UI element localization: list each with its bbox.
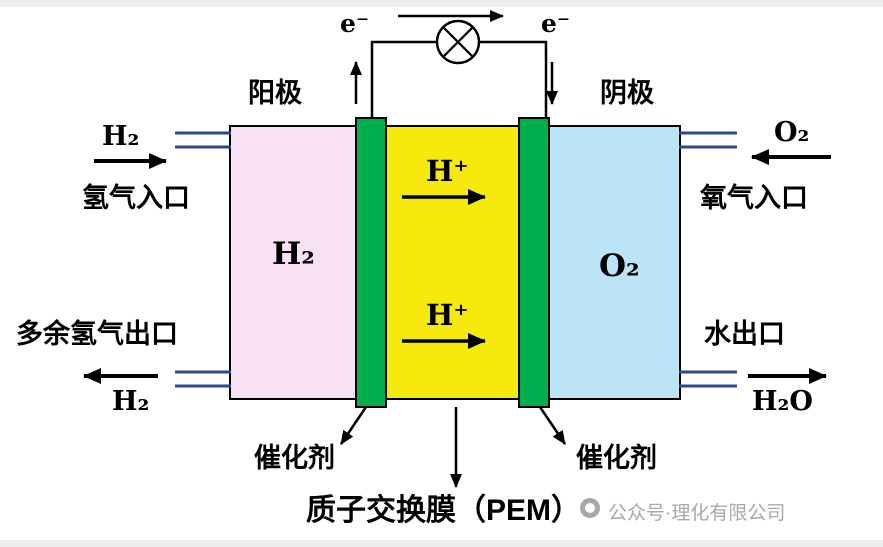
catalyst-layer-right (518, 117, 550, 408)
catalyst-label-right: 催化剂 (576, 443, 657, 473)
water-outlet-label: 水出口 (704, 319, 785, 349)
proton-label-top: H⁺ (426, 154, 469, 188)
catalyst-layer-left (355, 117, 387, 408)
hydrogen-inlet-label: 氢气入口 (82, 183, 190, 213)
oxygen-inlet-formula: O₂ (774, 117, 810, 148)
oxygen-inlet-label: 氧气入口 (700, 183, 808, 213)
proton-label-bottom: H⁺ (426, 298, 469, 332)
circuit-wire-left (370, 40, 437, 119)
catalyst-pointer-left (339, 406, 368, 445)
circuit-wire-right (479, 40, 548, 119)
cathode-gas-label: O₂ (599, 248, 640, 284)
cathode-label: 阴极 (600, 78, 654, 108)
excess-hydrogen-outlet-label: 多余氢气出口 (16, 319, 178, 349)
bulb-cross-line-2 (442, 26, 474, 58)
bottom-edge-strip (0, 540, 883, 547)
anode-gas-label: H₂ (272, 236, 315, 272)
anode-gas-chamber (229, 125, 357, 400)
water-outlet-formula: H₂O (752, 386, 813, 417)
electron-label-right: e⁻ (541, 9, 571, 38)
hydrogen-outlet-formula: H₂ (112, 386, 150, 417)
watermark-text: 公众号·理化有限公司 (608, 503, 786, 524)
watermark-logo-icon (580, 498, 600, 518)
electron-label-left: e⁻ (340, 9, 370, 38)
catalyst-pointer-right (538, 406, 567, 445)
membrane-label: 质子交换膜（PEM） (306, 494, 582, 527)
anode-label: 阳极 (248, 78, 302, 108)
top-edge-strip (0, 0, 883, 7)
catalyst-label-left: 催化剂 (254, 443, 335, 473)
hydrogen-inlet-formula: H₂ (102, 121, 140, 152)
proton-exchange-membrane (385, 125, 520, 400)
